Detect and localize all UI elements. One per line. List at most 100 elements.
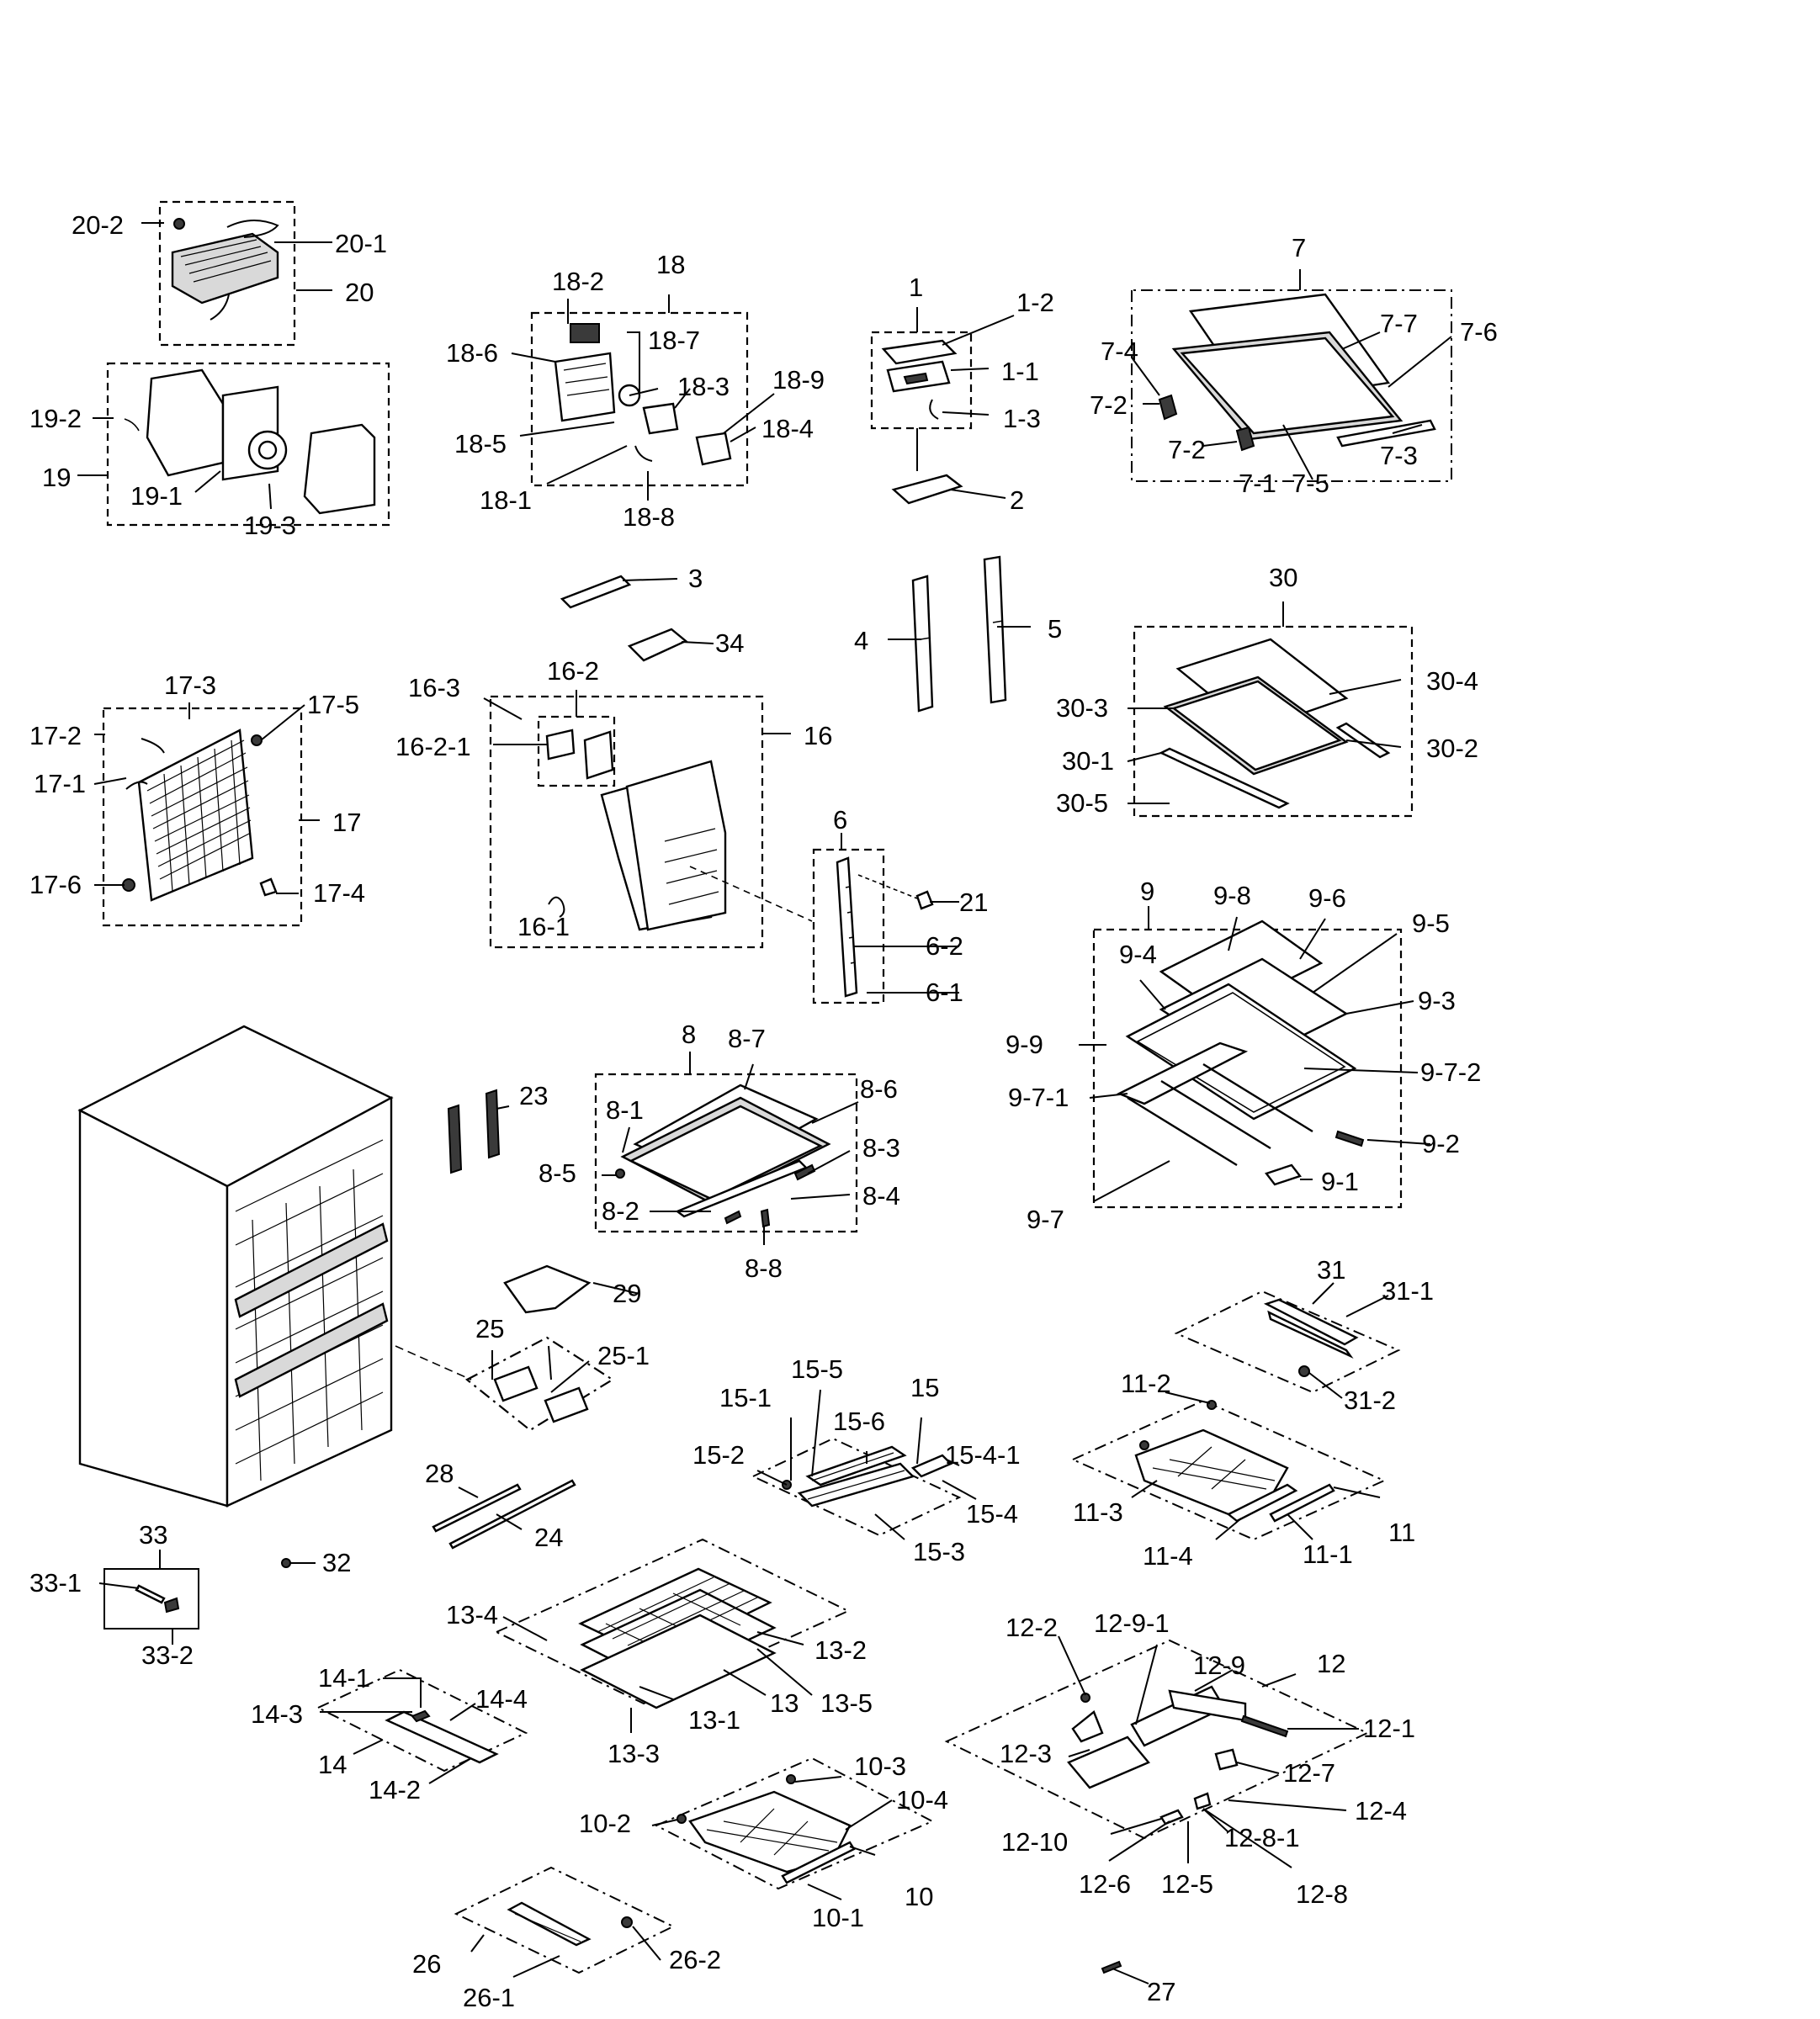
part-label-33: 33 [139, 1520, 167, 1550]
part-label-18-6: 18-6 [446, 338, 498, 368]
group-8-shelf [594, 1073, 858, 1233]
part-label-10-4: 10-4 [896, 1785, 948, 1815]
part-label-18-2: 18-2 [552, 267, 604, 296]
part-label-33-1: 33-1 [29, 1568, 82, 1598]
part-label-30-3: 30-3 [1056, 693, 1108, 723]
refrigerator-cabinet [77, 1025, 472, 1508]
part-label-8-5: 8-5 [539, 1158, 576, 1188]
part-label-12-7: 12-7 [1283, 1758, 1335, 1788]
part-label-13-4: 13-4 [446, 1600, 498, 1630]
part-label-16-1: 16-1 [517, 912, 570, 941]
part-label-19-1: 19-1 [130, 481, 183, 511]
part-label-10-1: 10-1 [812, 1903, 864, 1932]
group-18-valve-assembly [530, 311, 749, 487]
part-label-12-8-1: 12-8-1 [1224, 1823, 1300, 1852]
part-label-8-7: 8-7 [728, 1024, 766, 1053]
part-label-18-4: 18-4 [761, 414, 814, 443]
part-label-11-2: 11-2 [1121, 1369, 1171, 1398]
part-label-15-1: 15-1 [719, 1383, 772, 1412]
part-label-12-8: 12-8 [1296, 1879, 1348, 1909]
part-label-7-5: 7-5 [1292, 469, 1329, 498]
part-label-12-2: 12-2 [1006, 1613, 1058, 1642]
part-label-8: 8 [682, 1020, 696, 1049]
part-label-16: 16 [804, 721, 832, 750]
part-label-9-6: 9-6 [1308, 883, 1346, 913]
part-label-11-3: 11-3 [1073, 1497, 1123, 1527]
part-label-14-2: 14-2 [369, 1775, 421, 1804]
part-label-9-4: 9-4 [1119, 940, 1157, 969]
part-label-7-4: 7-4 [1101, 336, 1138, 366]
part-label-9-7-2: 9-7-2 [1420, 1057, 1481, 1087]
part-label-31-1: 31-1 [1382, 1276, 1434, 1306]
part-label-1: 1 [909, 273, 923, 302]
part-label-13: 13 [770, 1688, 799, 1718]
part-label-12: 12 [1317, 1649, 1345, 1678]
part-label-9-7: 9-7 [1027, 1205, 1064, 1234]
parts-3-34-4-5 [560, 555, 1007, 713]
part-label-15-4-1: 15-4-1 [945, 1440, 1021, 1470]
group-31-rail [1174, 1290, 1401, 1394]
group-17-evaporator [102, 707, 303, 927]
part-label-11: 11 [1388, 1518, 1415, 1547]
part-label-17-1: 17-1 [34, 769, 86, 798]
part-label-18-7: 18-7 [648, 326, 700, 355]
part-label-17-2: 17-2 [29, 721, 82, 750]
part-label-19-2: 19-2 [29, 404, 82, 433]
part-label-26-2: 26-2 [669, 1945, 721, 1974]
part-label-25-1: 25-1 [597, 1341, 650, 1370]
part-label-13-3: 13-3 [608, 1739, 660, 1768]
part-label-6-1: 6-1 [926, 978, 963, 1007]
part-label-13-1: 13-1 [688, 1705, 740, 1735]
group-19-ice-bucket [106, 362, 390, 527]
part-label-12-9-1: 12-9-1 [1094, 1608, 1170, 1638]
part-label-31-2: 31-2 [1344, 1386, 1396, 1415]
part-label-15-2: 15-2 [692, 1440, 745, 1470]
part-label-7-1: 7-1 [1239, 469, 1276, 498]
part-label-9-7-1: 9-7-1 [1008, 1083, 1069, 1112]
part-label-30-1: 30-1 [1062, 746, 1114, 776]
part-label-12-9: 12-9 [1193, 1651, 1245, 1680]
part-label-14-3: 14-3 [251, 1699, 303, 1729]
leader-lines [77, 222, 1452, 1985]
part-label-6: 6 [833, 805, 847, 835]
part-label-6-2: 6-2 [926, 931, 963, 961]
part-label-26-1: 26-1 [463, 1983, 515, 2012]
group-10-drawer [654, 1757, 935, 1890]
part-label-20-1: 20-1 [335, 229, 387, 258]
part-label-28: 28 [425, 1459, 454, 1488]
part-label-12-1: 12-1 [1363, 1714, 1415, 1743]
part-label-13-2: 13-2 [814, 1635, 867, 1665]
part-label-17-6: 17-6 [29, 870, 82, 899]
part-label-14-4: 14-4 [475, 1684, 528, 1714]
part-label-9-5: 9-5 [1412, 909, 1450, 938]
part-label-7-6: 7-6 [1460, 317, 1498, 347]
part-label-31: 31 [1317, 1255, 1345, 1285]
part-label-18-5: 18-5 [454, 429, 507, 458]
part-label-15: 15 [910, 1373, 939, 1402]
part-label-15-3: 15-3 [913, 1537, 965, 1566]
part-label-7-7: 7-7 [1380, 309, 1418, 338]
part-label-11-4: 11-4 [1143, 1541, 1193, 1571]
part-label-7-2b: 7-2 [1168, 435, 1206, 464]
part-label-27: 27 [1147, 1977, 1175, 2006]
group-20-ice-maker [158, 200, 296, 347]
part-label-7-3: 7-3 [1380, 441, 1418, 470]
part-label-9-1: 9-1 [1321, 1167, 1359, 1196]
part-label-12-6: 12-6 [1079, 1869, 1131, 1899]
part-label-21: 21 [959, 888, 988, 917]
part-label-9-3: 9-3 [1418, 986, 1456, 1015]
part-label-17-3: 17-3 [164, 670, 216, 700]
part-label-15-5: 15-5 [791, 1354, 843, 1384]
part-label-17-4: 17-4 [313, 878, 365, 908]
group-6-rail [812, 848, 934, 1004]
group-15-slide [751, 1437, 962, 1537]
part-label-5: 5 [1048, 614, 1062, 644]
part-label-1-2: 1-2 [1016, 288, 1054, 317]
group-7-shelf [1131, 289, 1452, 482]
part-label-3: 3 [688, 564, 703, 593]
part-label-17: 17 [332, 808, 361, 837]
part-label-9-9: 9-9 [1006, 1030, 1043, 1059]
part-label-7-2a: 7-2 [1090, 390, 1128, 420]
part-label-30: 30 [1269, 563, 1297, 592]
